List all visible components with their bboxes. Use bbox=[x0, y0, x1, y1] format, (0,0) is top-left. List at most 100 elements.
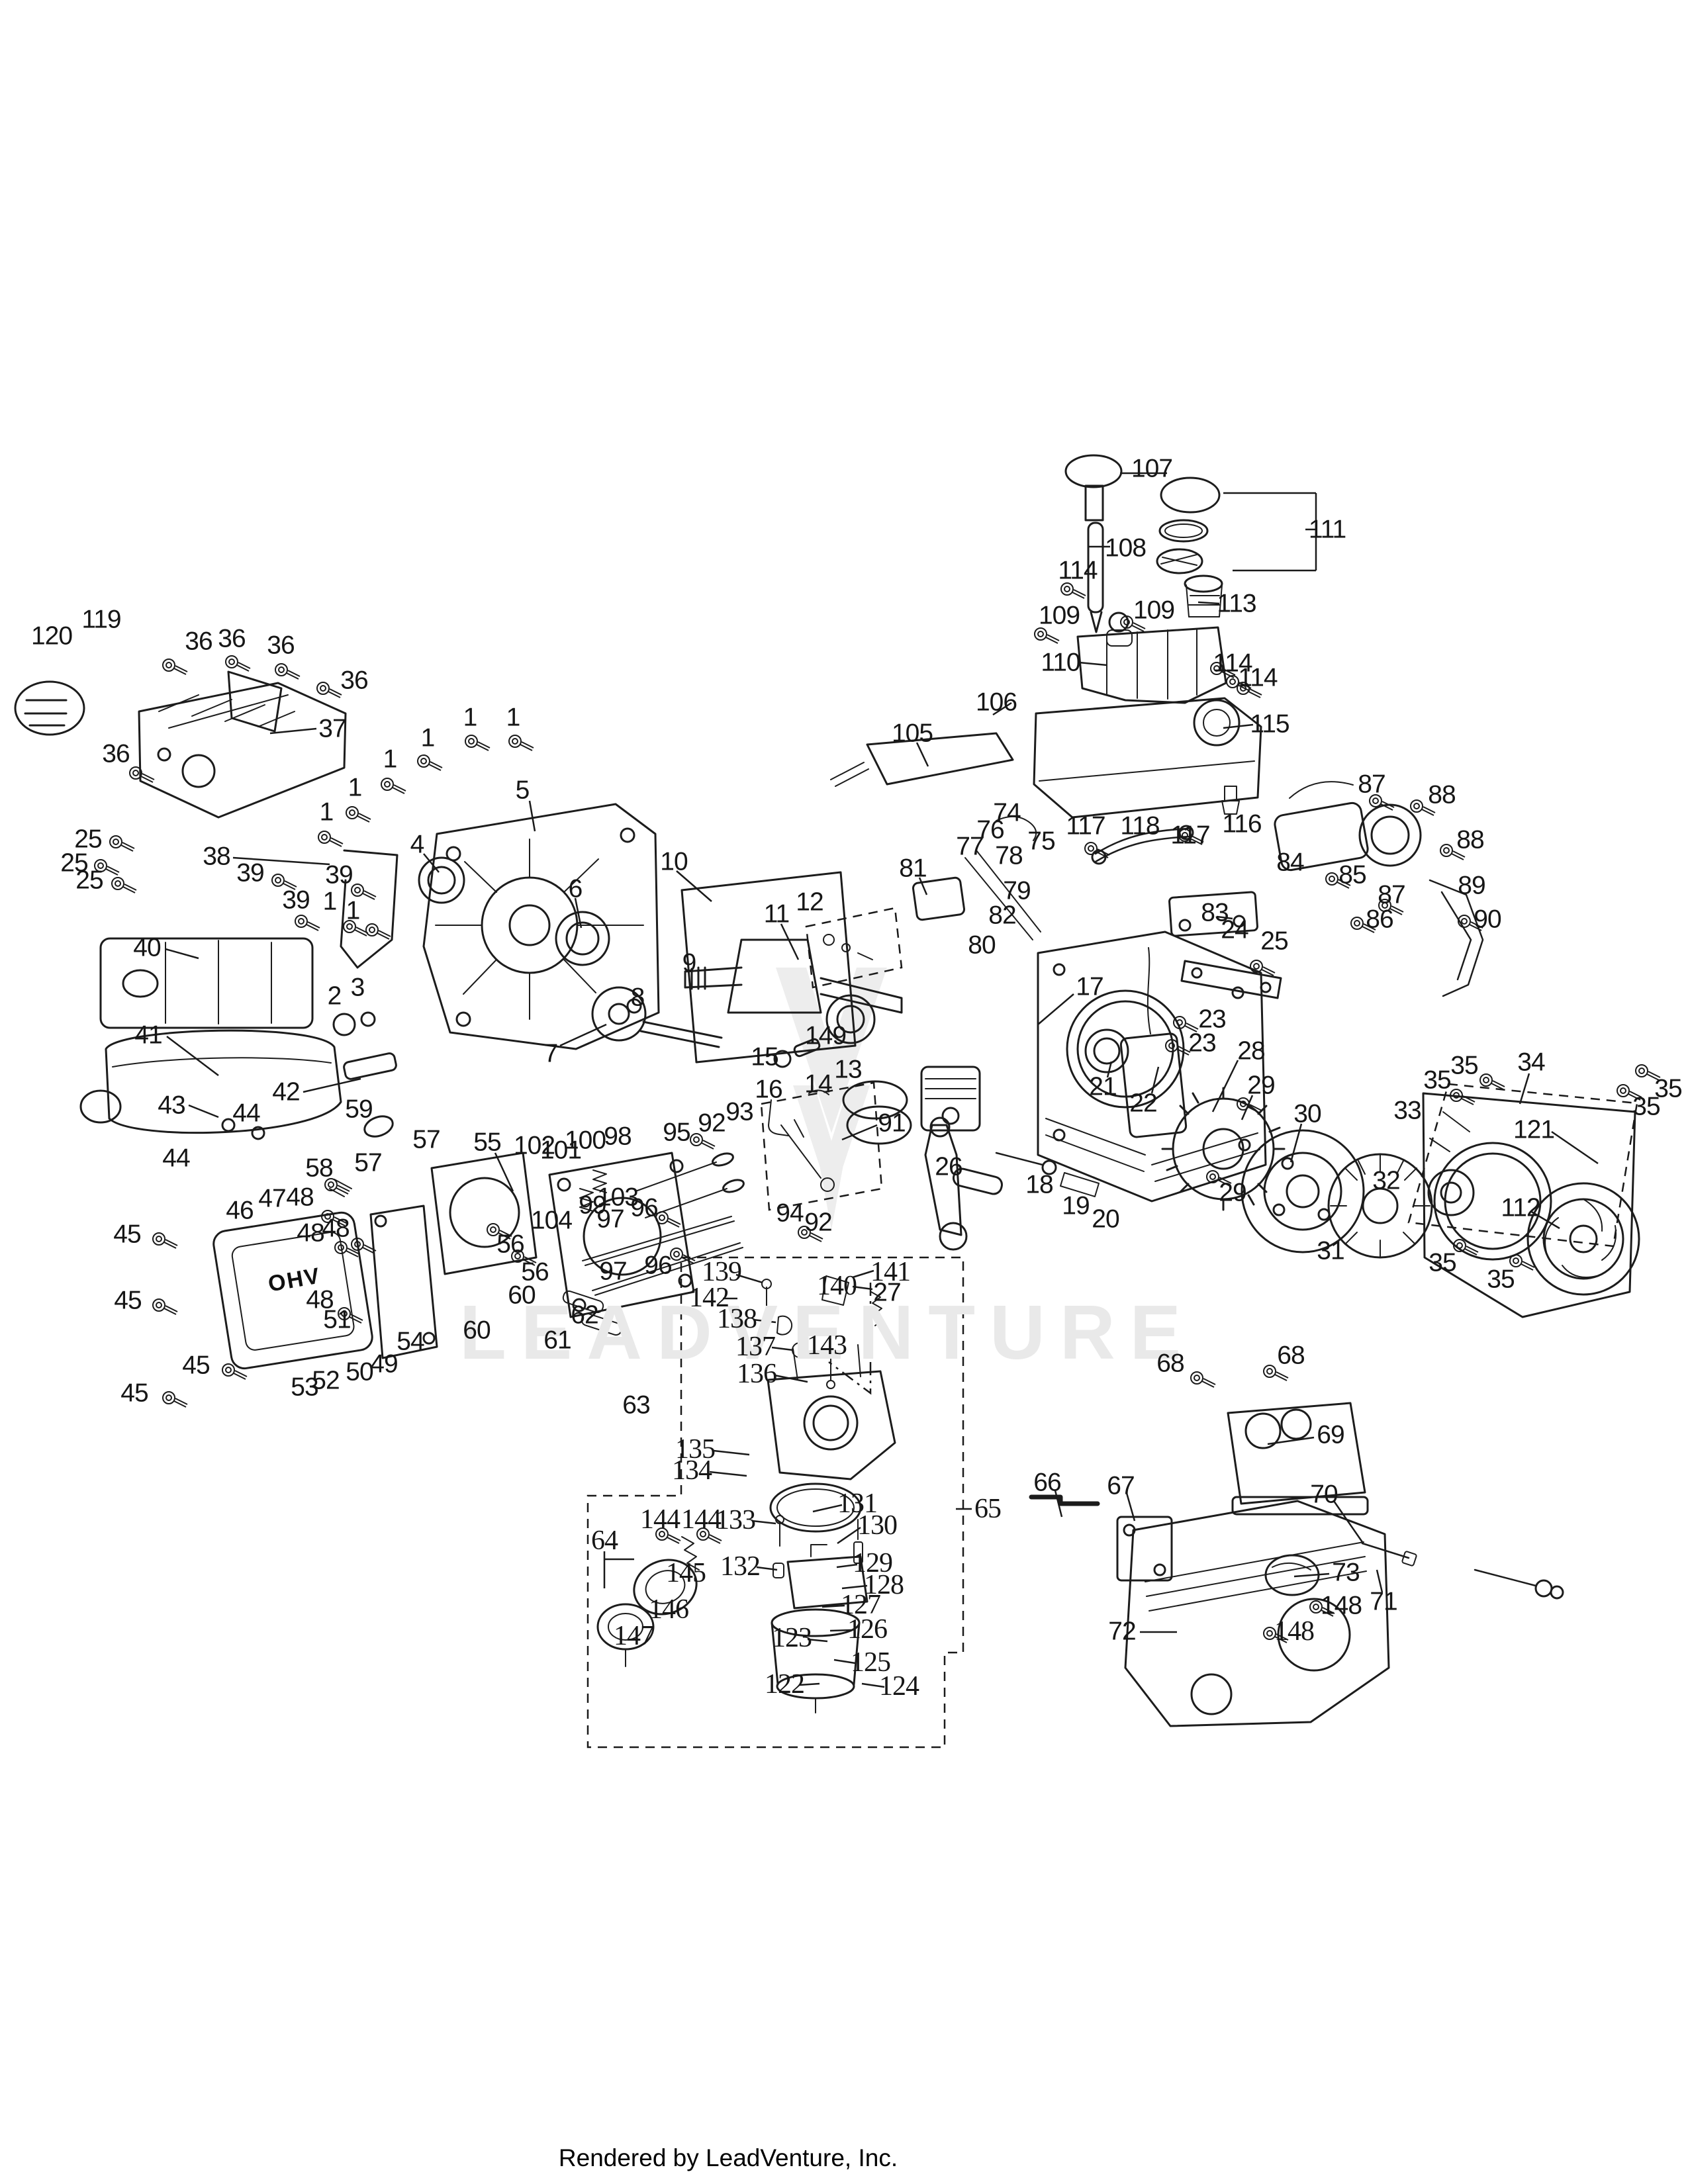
part-label-88: 88 bbox=[1456, 825, 1484, 854]
part-label-28: 28 bbox=[1237, 1036, 1265, 1066]
part-label-11: 11 bbox=[763, 899, 790, 929]
part-label-108: 108 bbox=[1104, 533, 1147, 563]
fastener-icon bbox=[1350, 917, 1376, 933]
fastener-icon bbox=[1263, 1365, 1289, 1381]
fastener-icon bbox=[690, 1133, 716, 1150]
fastener-icon bbox=[152, 1298, 178, 1315]
part-label-20: 20 bbox=[1092, 1205, 1119, 1234]
leader-line bbox=[812, 1504, 843, 1513]
part-label-78: 78 bbox=[995, 841, 1023, 870]
leader-line bbox=[1078, 661, 1107, 666]
leader-line bbox=[1519, 1073, 1530, 1105]
fastener-icon bbox=[670, 1248, 696, 1264]
part-label-46: 46 bbox=[226, 1196, 254, 1225]
part-label-39: 39 bbox=[282, 886, 310, 915]
leader-line bbox=[1530, 1210, 1560, 1230]
fastener-icon bbox=[1190, 1371, 1216, 1388]
fastener-icon bbox=[1325, 872, 1351, 889]
detail-box bbox=[805, 907, 903, 989]
part-label-143: 143 bbox=[807, 1330, 847, 1361]
leader-line bbox=[1106, 1061, 1113, 1078]
fastener-icon bbox=[1453, 1239, 1479, 1255]
fastener-icon bbox=[338, 1307, 363, 1324]
fastener-icon bbox=[1458, 915, 1483, 931]
part-label-26: 26 bbox=[935, 1152, 962, 1181]
leader-line bbox=[559, 1023, 607, 1047]
part-label-68: 68 bbox=[1277, 1341, 1305, 1370]
fastener-icon bbox=[152, 1232, 178, 1249]
part-label-68: 68 bbox=[1156, 1349, 1184, 1378]
part-label-138: 138 bbox=[717, 1304, 757, 1334]
part-label-44: 44 bbox=[232, 1099, 260, 1128]
leader-line bbox=[1150, 1066, 1160, 1094]
part-label-124: 124 bbox=[879, 1671, 919, 1702]
part-label-9: 9 bbox=[682, 948, 697, 978]
leader-line bbox=[713, 1449, 750, 1456]
leader-line bbox=[269, 727, 317, 735]
part-label-144: 144 bbox=[640, 1504, 680, 1535]
part-label-73: 73 bbox=[1332, 1558, 1360, 1587]
part-label-65: 65 bbox=[974, 1494, 1002, 1524]
part-label-57: 57 bbox=[354, 1148, 382, 1177]
part-label-145: 145 bbox=[666, 1558, 706, 1588]
part-label-15: 15 bbox=[751, 1042, 778, 1071]
part-label-1: 1 bbox=[348, 773, 363, 802]
part-label-5: 5 bbox=[515, 776, 530, 805]
part-label-87: 87 bbox=[1358, 770, 1385, 799]
part-label-48: 48 bbox=[286, 1183, 314, 1212]
engine-parts-art bbox=[14, 454, 1640, 1727]
part-label-41: 41 bbox=[134, 1021, 162, 1050]
part-label-103: 103 bbox=[596, 1183, 639, 1212]
part-label-35: 35 bbox=[1429, 1248, 1456, 1277]
part-label-43: 43 bbox=[158, 1091, 185, 1120]
leader-line bbox=[756, 1566, 778, 1571]
part-label-1: 1 bbox=[322, 887, 338, 916]
leader-line bbox=[1293, 1572, 1330, 1578]
part-label-36: 36 bbox=[185, 627, 212, 656]
leader-line bbox=[852, 1269, 874, 1279]
part-label-21: 21 bbox=[1089, 1072, 1117, 1101]
part-label-56: 56 bbox=[496, 1230, 524, 1259]
fastener-icon bbox=[162, 659, 188, 675]
part-label-88: 88 bbox=[1428, 780, 1456, 809]
leadventure-watermark-text: LEADVENTURE bbox=[459, 1289, 1196, 1375]
part-label-30: 30 bbox=[1293, 1099, 1321, 1128]
part-label-61: 61 bbox=[543, 1326, 571, 1355]
part-label-118: 118 bbox=[1120, 811, 1160, 841]
fastener-icon bbox=[1635, 1064, 1661, 1081]
detail-box bbox=[760, 1081, 883, 1211]
leader-line bbox=[753, 1318, 776, 1324]
part-label-107: 107 bbox=[1131, 454, 1173, 483]
part-label-76: 76 bbox=[976, 815, 1004, 844]
generated-lines-layer bbox=[94, 472, 1661, 1749]
part-label-33: 33 bbox=[1393, 1096, 1421, 1125]
part-label-23: 23 bbox=[1188, 1028, 1216, 1058]
leader-line bbox=[829, 1629, 852, 1632]
part-label-1: 1 bbox=[506, 703, 521, 732]
part-label-100: 100 bbox=[564, 1126, 606, 1155]
part-label-132: 132 bbox=[720, 1551, 761, 1582]
part-label-59: 59 bbox=[345, 1095, 373, 1124]
part-label-35: 35 bbox=[1450, 1051, 1478, 1080]
leader-line bbox=[774, 1374, 808, 1383]
part-label-81: 81 bbox=[899, 854, 927, 883]
fastener-icon bbox=[1165, 1039, 1191, 1056]
leader-line bbox=[833, 1659, 856, 1664]
leader-line bbox=[1125, 1492, 1136, 1522]
leader-line bbox=[735, 1273, 763, 1284]
leader-line bbox=[992, 702, 1012, 716]
part-label-54: 54 bbox=[397, 1327, 424, 1356]
part-label-106: 106 bbox=[975, 688, 1017, 717]
part-label-35: 35 bbox=[1423, 1066, 1451, 1095]
part-label-148: 148 bbox=[1274, 1616, 1315, 1647]
part-label-96: 96 bbox=[630, 1193, 658, 1222]
part-label-2: 2 bbox=[327, 981, 342, 1011]
fastener-icon bbox=[324, 1178, 350, 1195]
part-label-64: 64 bbox=[591, 1525, 618, 1556]
part-label-35: 35 bbox=[1654, 1074, 1682, 1103]
part-label-6: 6 bbox=[568, 874, 583, 903]
fastener-icon bbox=[1178, 829, 1204, 845]
part-label-89: 89 bbox=[1458, 871, 1485, 900]
part-label-92: 92 bbox=[698, 1109, 726, 1138]
leader-line bbox=[1333, 1500, 1364, 1543]
